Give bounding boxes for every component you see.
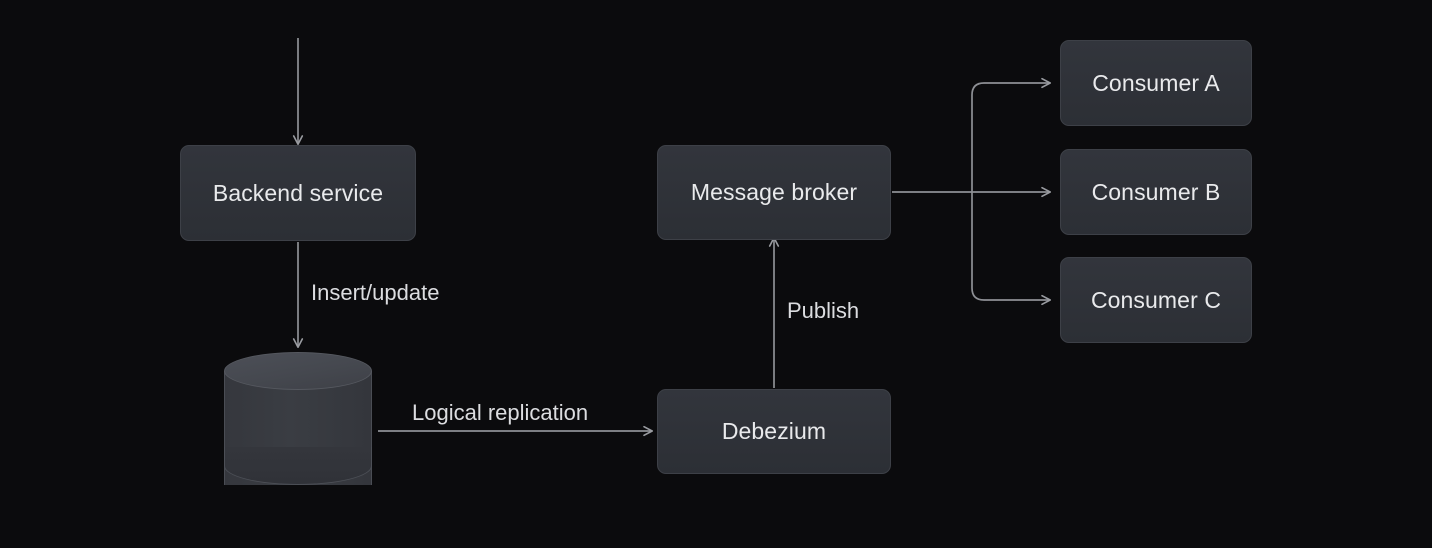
edge-label-insert-update: Insert/update bbox=[311, 280, 440, 305]
node-debezium-label: Debezium bbox=[721, 418, 827, 444]
edge-label-publish: Publish bbox=[787, 298, 860, 323]
node-message-broker-label: Message broker bbox=[690, 179, 858, 205]
node-consumer-a-label: Consumer A bbox=[1092, 69, 1220, 96]
edge-broker-to-consumer-a bbox=[971, 77, 1052, 192]
node-consumer-c-label: Consumer C bbox=[1090, 286, 1222, 313]
edge-label-logical-replication: Logical replication bbox=[412, 400, 589, 425]
database-bottom bbox=[224, 447, 372, 485]
node-backend-service-label: Backend service bbox=[212, 179, 384, 206]
node-backend-service[interactable]: Backend service bbox=[180, 145, 416, 241]
node-debezium[interactable]: Debezium bbox=[657, 389, 891, 474]
node-consumer-a[interactable]: Consumer A bbox=[1060, 40, 1252, 126]
node-message-broker[interactable]: Message broker bbox=[657, 145, 891, 240]
node-consumer-b[interactable]: Consumer B bbox=[1060, 149, 1252, 235]
database-top bbox=[224, 352, 372, 390]
node-database[interactable] bbox=[224, 352, 372, 504]
edge-broker-to-consumer-c bbox=[971, 192, 1052, 306]
node-consumer-b-label: Consumer B bbox=[1091, 178, 1221, 205]
node-consumer-c[interactable]: Consumer C bbox=[1060, 257, 1252, 343]
